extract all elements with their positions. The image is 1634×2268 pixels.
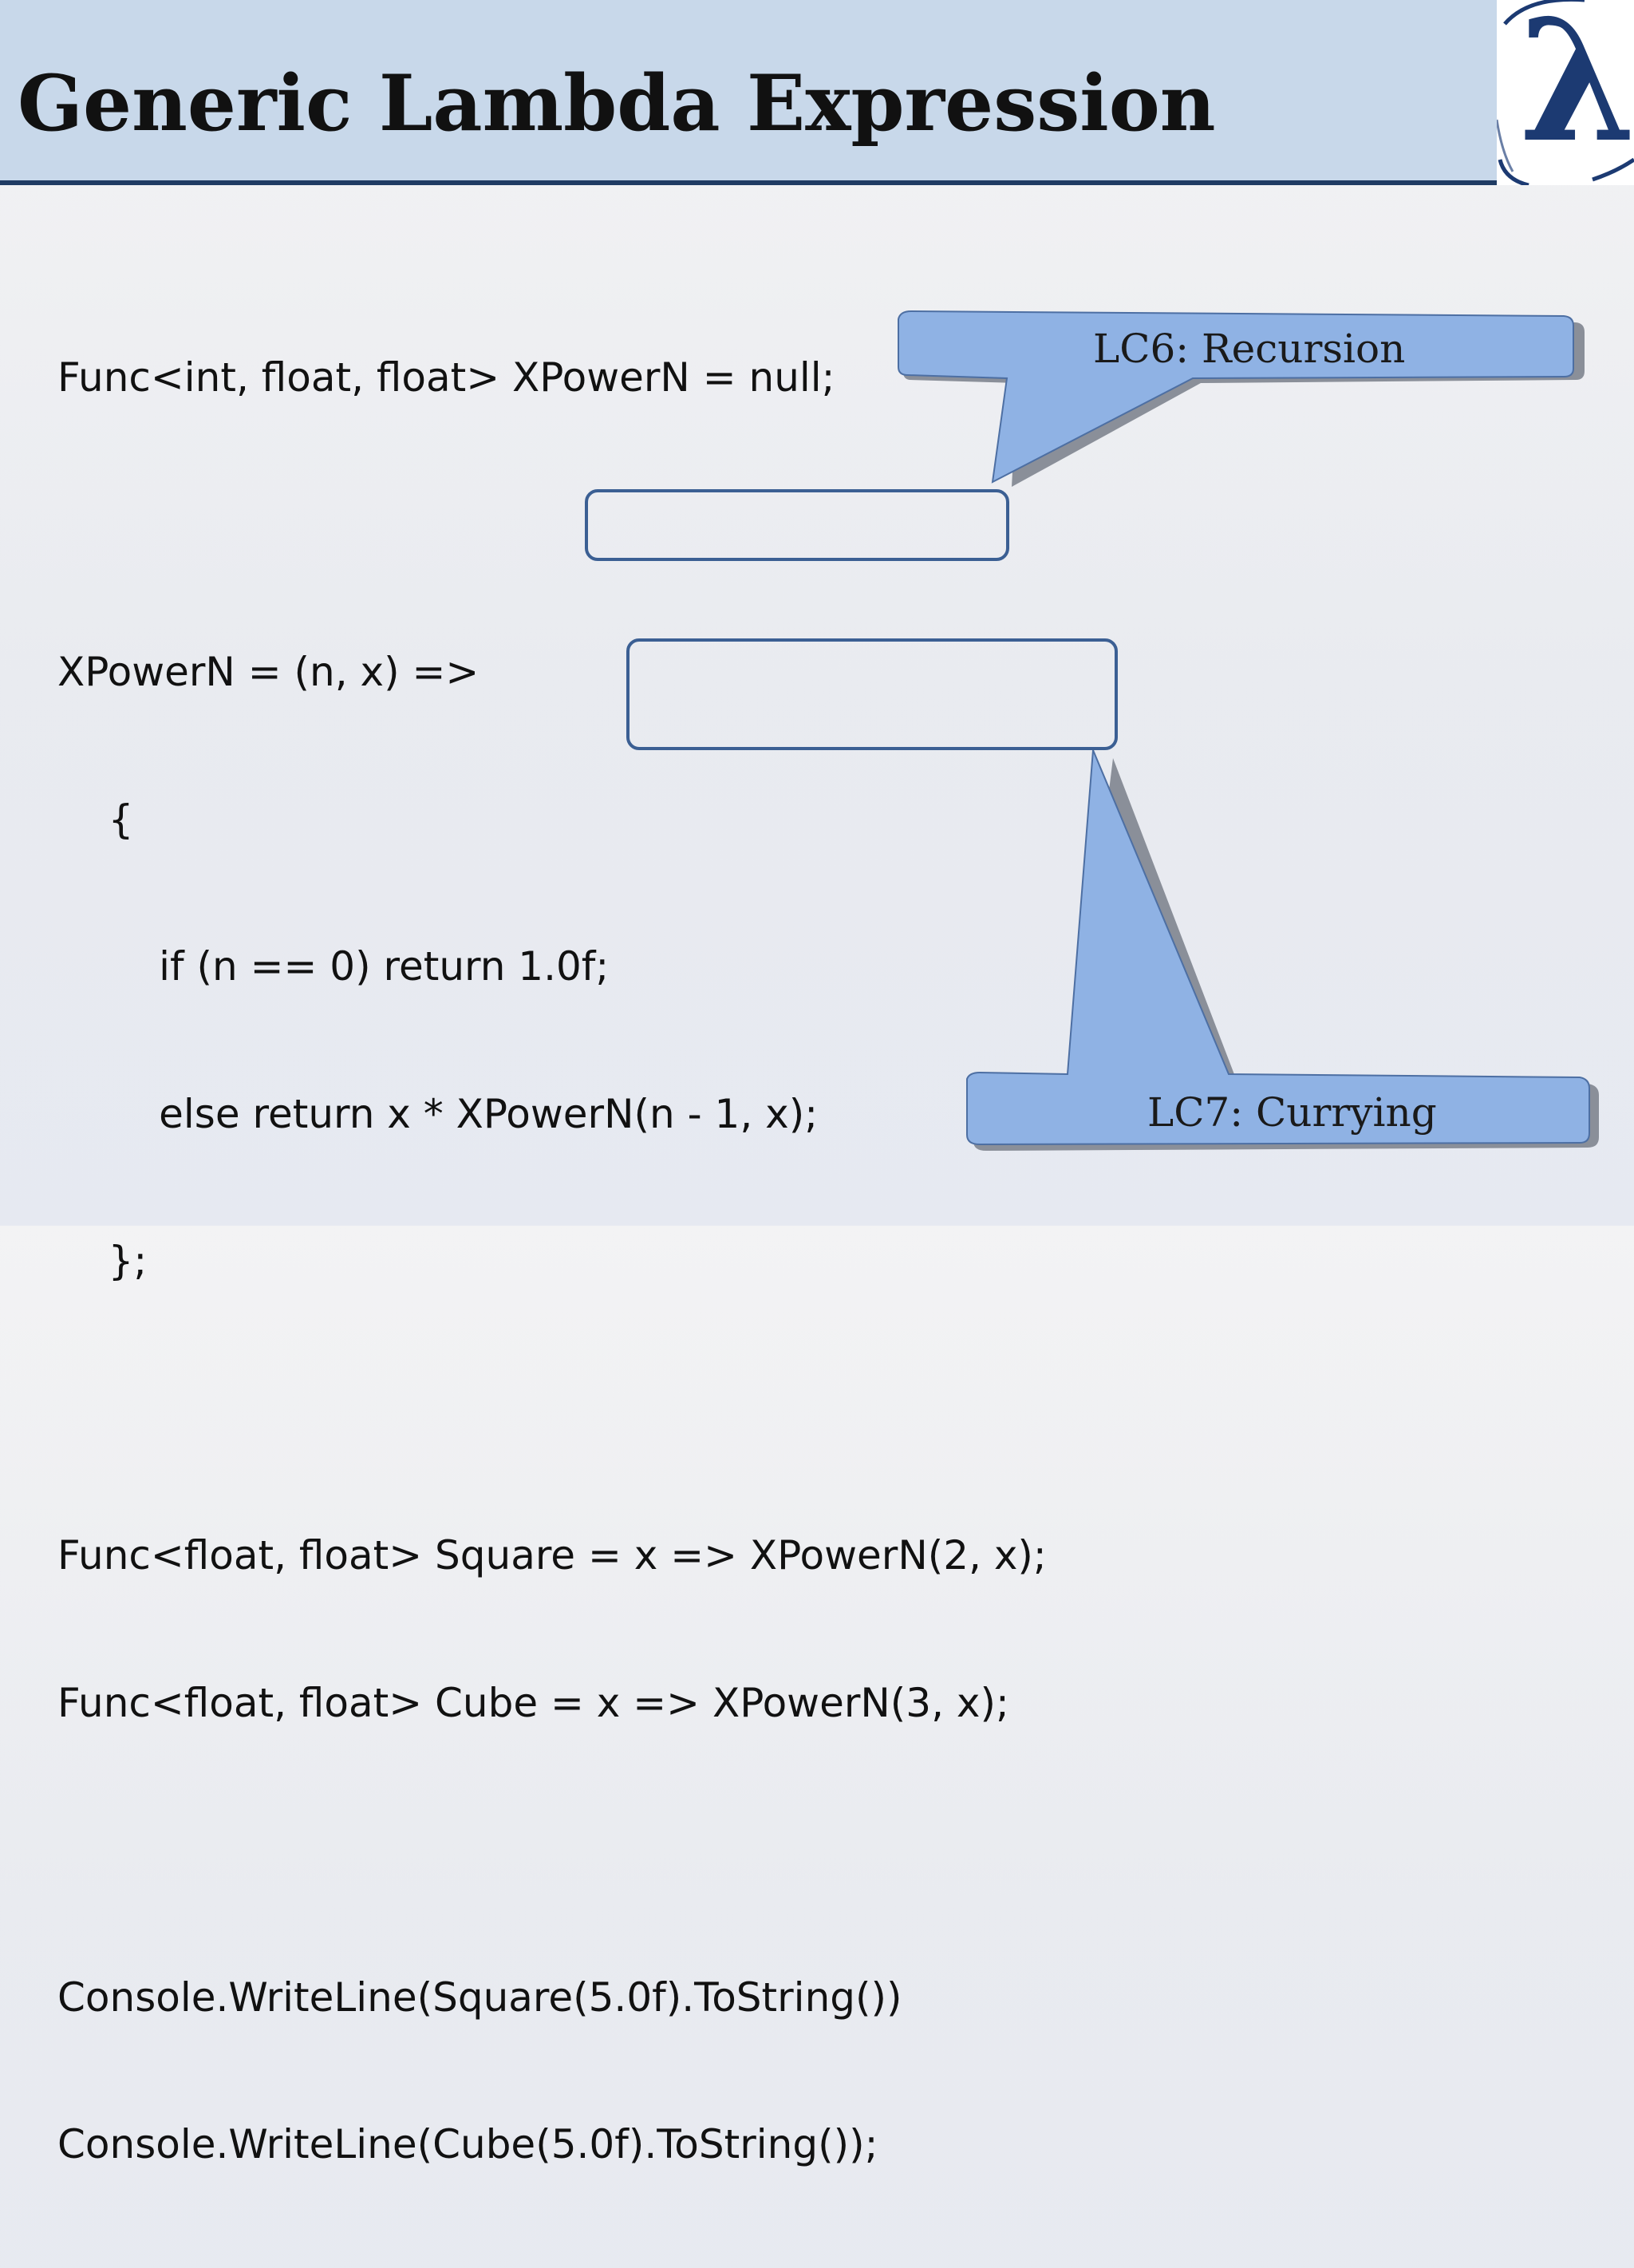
code-line: {: [57, 796, 134, 843]
recursion-highlight-box: [585, 489, 1009, 561]
slide-title: Generic Lambda Expression: [18, 58, 1216, 148]
title-band: [0, 0, 1497, 180]
title-rule: [0, 180, 1497, 185]
code-line: XPowerN = (n, x) =>: [57, 649, 480, 695]
recursion-callout-label: LC6: Recursion: [1093, 326, 1406, 372]
slide: Generic Lambda Expression λ LC6: Recursi…: [0, 0, 1634, 2167]
logo: λ: [1497, 0, 1634, 185]
code-line: Console.WriteLine(Square(5.0f).ToString(…: [57, 1974, 902, 2021]
code-line: Func<int, float, float> XPowerN = null;: [57, 354, 835, 401]
logo-swirl: [1497, 0, 1634, 185]
code-line: else return x * XPowerN(n - 1, x);: [57, 1090, 819, 1137]
callout-layer: [898, 310, 1599, 1151]
currying-callout-label: LC7: Currying: [1147, 1089, 1437, 1136]
code-line: };: [57, 1238, 148, 1284]
recursion-callout-shape: [898, 310, 1585, 487]
code-line: Func<float, float> Square = x => XPowerN…: [57, 1532, 1047, 1579]
currying-highlight-box: [626, 638, 1118, 750]
lambda-icon: λ: [1519, 0, 1634, 180]
code-line: if (n == 0) return 1.0f;: [57, 943, 610, 990]
code-line: [57, 1826, 1047, 1875]
code-line: Func<float, float> Cube = x => XPowerN(3…: [57, 1679, 1009, 1726]
code-line: Console.WriteLine(Cube(5.0f).ToString())…: [57, 2121, 878, 2167]
currying-callout-shape: [966, 749, 1599, 1151]
code-line: [57, 1385, 1047, 1434]
